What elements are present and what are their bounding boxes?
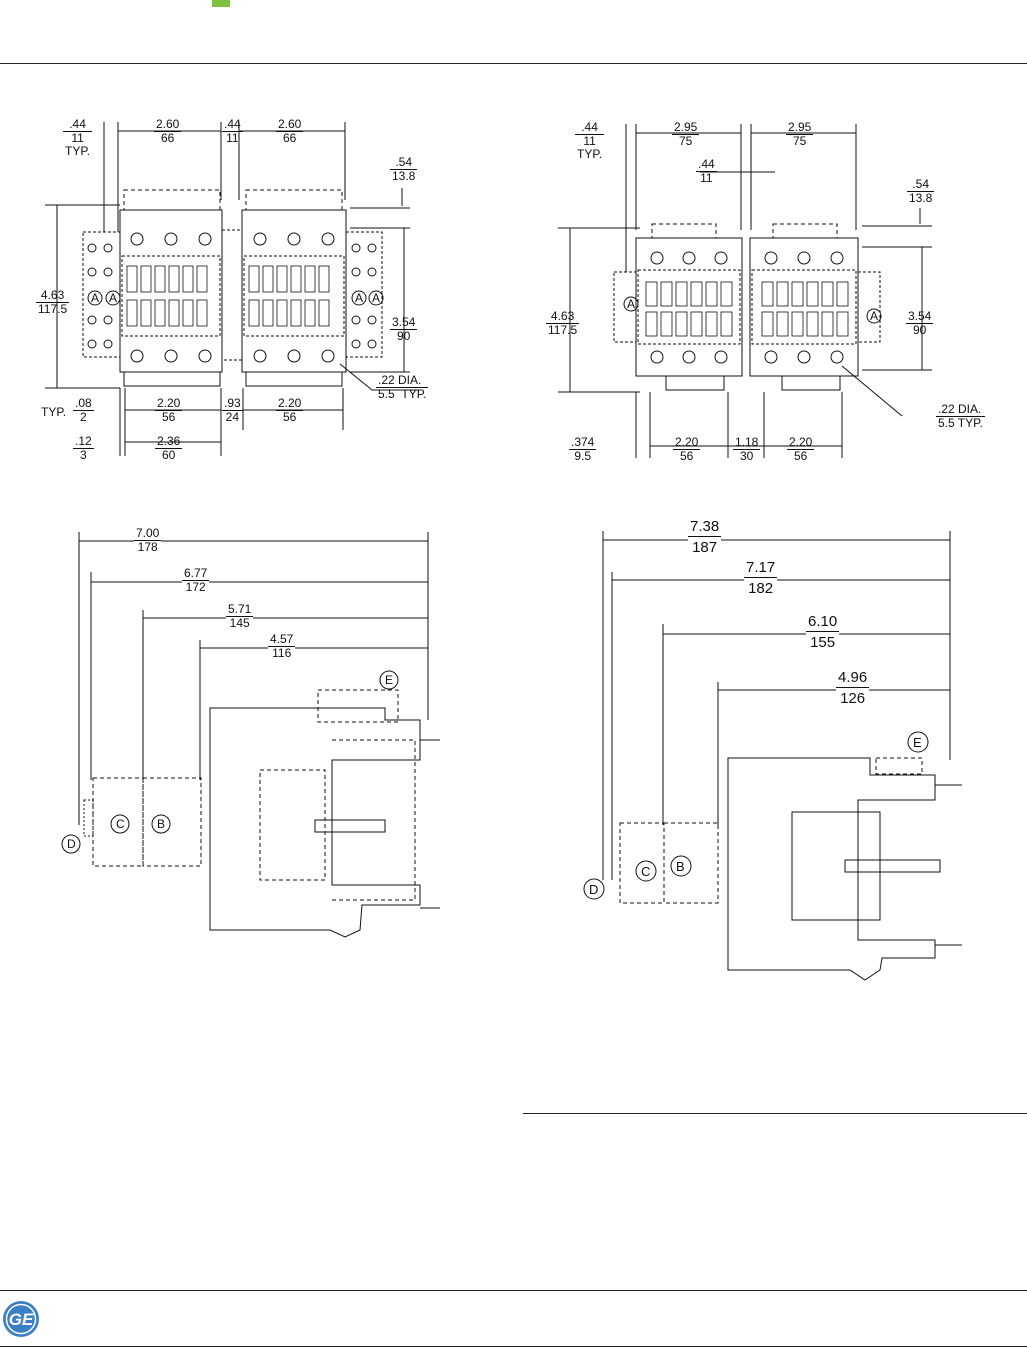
br-dim-496: 4.96 126 (836, 669, 870, 708)
marker-circles (61, 290, 929, 900)
tl-dim-044b: .44 11 (222, 117, 243, 145)
tr-dim-0374: .374 9.5 (569, 435, 597, 463)
tl-dim-044: .44 11 TYP. (63, 117, 93, 158)
tl-dim-220b: 2.20 56 (276, 396, 304, 424)
tr-dim-295a: 2.95 75 (672, 120, 700, 148)
tr-dim-354: 3.54 90 (906, 309, 934, 337)
ge-logo-text: GE (9, 1310, 34, 1329)
tr-dim-022dia: .22 DIA. 5.5 TYP. (936, 402, 985, 430)
footer-rule-top (0, 1290, 1027, 1291)
marker-a: A (109, 291, 118, 305)
tr-dim-463: 4.63 117.5 (546, 309, 580, 337)
br-dim-738: 7.38 187 (688, 518, 722, 557)
bottomleft-side-view (78, 532, 440, 938)
bl-dim-700: 7.00 178 (134, 526, 162, 554)
marker-a: A (355, 291, 364, 305)
tr-dim-220a: 2.20 56 (673, 435, 701, 463)
tr-dim-044b: .44 11 (696, 157, 717, 185)
footer-rule-bottom (0, 1346, 1027, 1347)
tl-dim-093: .93 24 (222, 396, 243, 424)
marker-e: E (385, 673, 394, 687)
marker-c: C (641, 864, 651, 879)
bl-dim-677: 6.77 172 (182, 566, 210, 594)
tl-dim-012: .12 3 (73, 434, 94, 462)
tl-dim-260a: 2.60 66 (154, 117, 182, 145)
marker-a: A (627, 297, 636, 311)
marker-b: B (676, 859, 685, 874)
tr-dim-118: 1.18 30 (733, 435, 761, 463)
tl-dim-054: .54 13.8 (390, 155, 418, 183)
tl-dim-463: 4.63 117.5 (36, 288, 70, 316)
marker-a: A (91, 291, 100, 305)
marker-a: A (372, 291, 381, 305)
marker-a: A (870, 309, 879, 323)
tr-dim-044: .44 11 TYP. (575, 120, 605, 161)
marker-d: D (67, 837, 76, 851)
ge-monogram-icon: GE (3, 1301, 39, 1337)
marker-b: B (157, 817, 166, 831)
bottomright-side-view (602, 531, 962, 981)
section-rule (523, 1113, 1027, 1114)
header-rule (0, 63, 1027, 64)
marker-e: E (913, 735, 922, 750)
tl-dim-260b: 2.60 66 (276, 117, 304, 145)
br-dim-610: 6.10 155 (806, 613, 840, 652)
tl-dim-236: 2.36 60 (155, 434, 183, 462)
tr-dim-220b: 2.20 56 (787, 435, 815, 463)
topleft-front-view (45, 122, 420, 456)
tl-typ-label: TYP. (41, 405, 67, 419)
br-dim-717: 7.17 182 (744, 559, 778, 598)
tl-dim-008: .08 2 (73, 396, 94, 424)
marker-d: D (589, 882, 599, 897)
tr-dim-054: .54 13.8 (907, 177, 935, 205)
tl-dim-220a: 2.20 56 (155, 396, 183, 424)
marker-c: C (116, 817, 125, 831)
bl-dim-457: 4.57 116 (268, 632, 296, 660)
topright-front-view (558, 124, 932, 458)
tl-dim-354: 3.54 90 (390, 315, 418, 343)
bl-dim-571: 5.71 145 (226, 602, 254, 630)
tr-dim-295b: 2.95 75 (786, 120, 814, 148)
brand-green-mark (212, 0, 230, 7)
tl-dim-022dia: .22 DIA. 5.5 TYP. (376, 373, 429, 401)
ge-logo: GE (2, 1300, 40, 1338)
